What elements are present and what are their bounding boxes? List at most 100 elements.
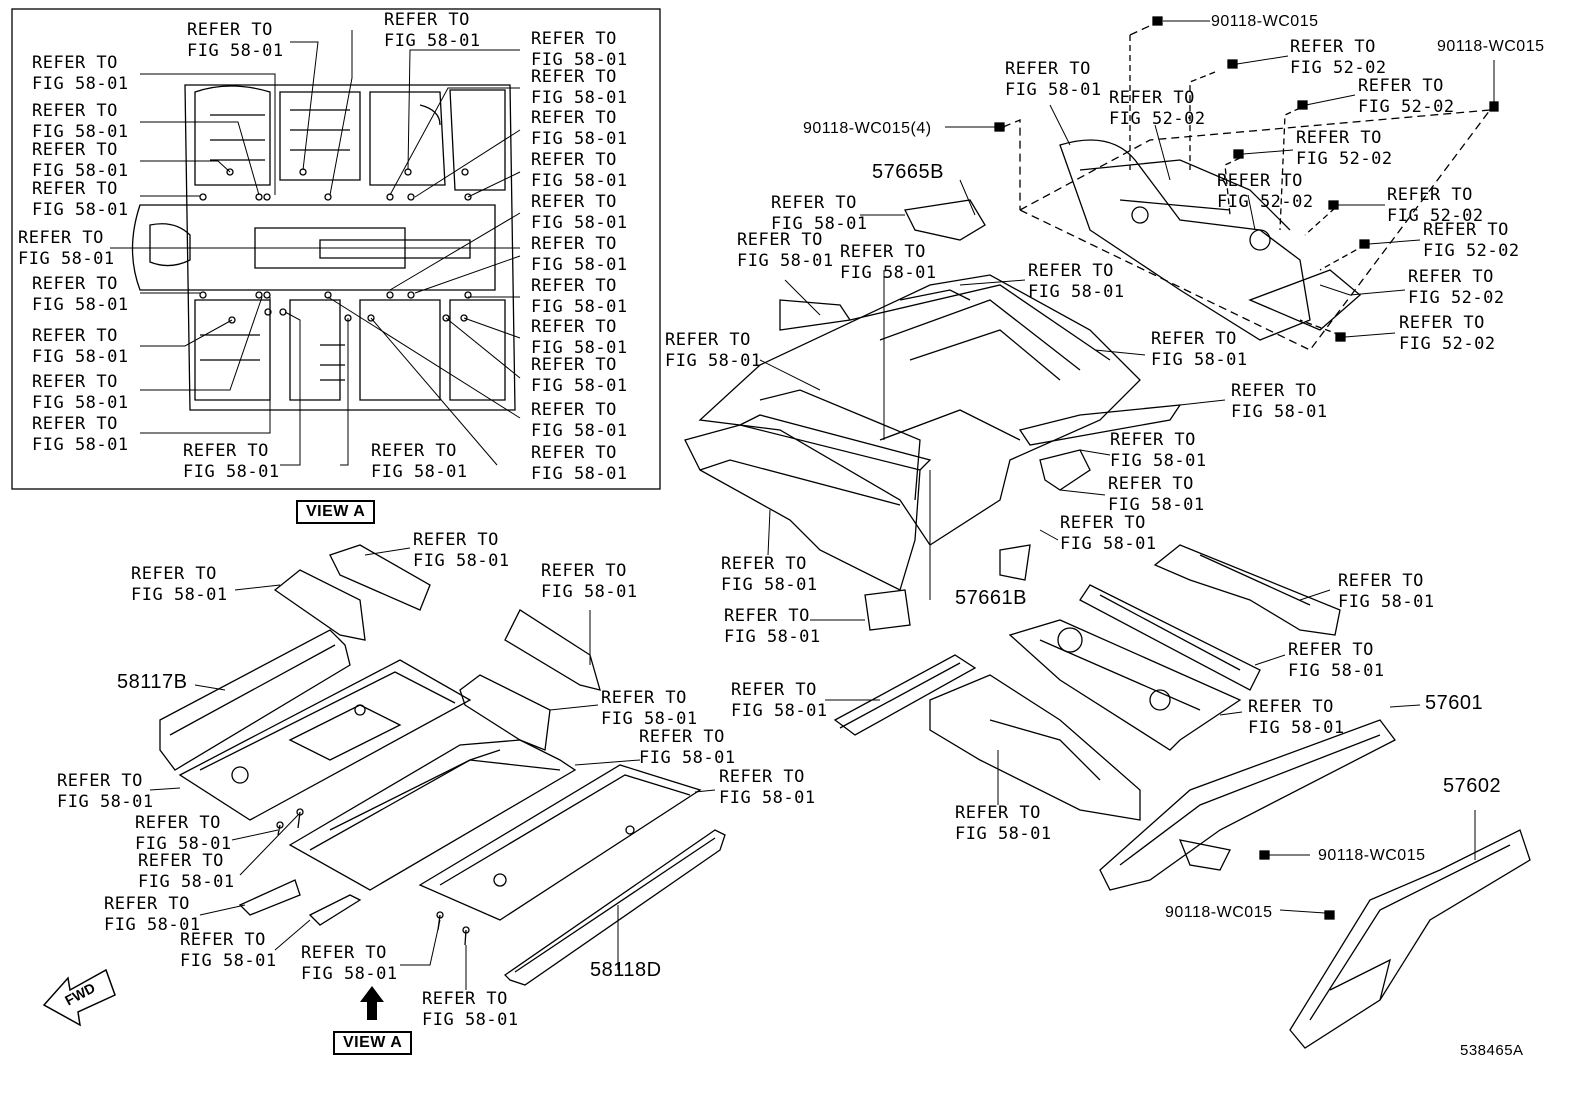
front-floor-tunnel-illustration — [288, 739, 577, 891]
fig-text: FIG 52-02 — [1408, 288, 1505, 308]
fig-text: FIG 58-01 — [531, 88, 628, 108]
fig-text: FIG 58-01 — [371, 462, 468, 482]
fig-text: FIG 58-01 — [1108, 495, 1205, 515]
part-number-58117B[interactable]: 58117B — [117, 671, 188, 693]
fig-text: FIG 52-02 — [1296, 149, 1393, 169]
fig-text: FIG 58-01 — [1338, 592, 1435, 612]
refer-text: REFER TO — [531, 150, 617, 170]
part-number-57661B[interactable]: 57661B — [955, 587, 1027, 609]
fig-text: FIG 58-01 — [639, 748, 736, 768]
part-number-57602[interactable]: 57602 — [1443, 775, 1502, 797]
fig-text: FIG 58-01 — [719, 788, 816, 808]
fig-text: FIG 58-01 — [135, 834, 232, 854]
part-number-57601[interactable]: 57601 — [1425, 692, 1484, 714]
refer-text: REFER TO — [187, 20, 273, 40]
fig-text: FIG 58-01 — [32, 122, 129, 142]
fig-text: FIG 58-01 — [541, 582, 638, 602]
bolt-label-4[interactable]: 90118-WC015 — [1318, 847, 1426, 864]
refer-text: REFER TO — [422, 989, 508, 1009]
fig-text: FIG 58-01 — [731, 701, 828, 721]
refer-text: REFER TO — [639, 727, 725, 747]
refer-text: REFER TO — [301, 943, 387, 963]
refer-text: REFER TO — [721, 554, 807, 574]
refer-text: REFER TO — [1151, 329, 1237, 349]
refer-text: REFER TO — [531, 443, 617, 463]
refer-text: REFER TO — [1408, 267, 1494, 287]
refer-text: REFER TO — [1110, 430, 1196, 450]
part-number-57665B[interactable]: 57665B — [872, 161, 944, 183]
refer-text: REFER TO — [371, 441, 457, 461]
refer-text: REFER TO — [180, 930, 266, 950]
refer-text: REFER TO — [665, 330, 751, 350]
refer-text: REFER TO — [131, 564, 217, 584]
refer-text: REFER TO — [32, 414, 118, 434]
bolt-label-3[interactable]: 90118-WC015(4) — [803, 120, 932, 137]
refer-text: REFER TO — [1338, 571, 1424, 591]
refer-text: REFER TO — [531, 67, 617, 87]
rear-floor-side-member-illustration — [684, 389, 932, 591]
fig-text: FIG 58-01 — [955, 824, 1052, 844]
refer-text: REFER TO — [1358, 76, 1444, 96]
fig-text: FIG 58-01 — [422, 1010, 519, 1030]
refer-text: REFER TO — [719, 767, 805, 787]
part-number-58118D[interactable]: 58118D — [590, 959, 662, 981]
fig-text: FIG 52-02 — [1358, 97, 1455, 117]
fig-text: FIG 58-01 — [32, 435, 129, 455]
front-floor-side-panel-58118D — [503, 829, 726, 986]
fig-text: FIG 58-01 — [531, 129, 628, 149]
fig-text: FIG 58-01 — [601, 709, 698, 729]
refer-text: REFER TO — [531, 29, 617, 49]
fig-text: FIG 58-01 — [57, 792, 154, 812]
fig-text: FIG 58-01 — [1005, 80, 1102, 100]
fig-text: FIG 58-01 — [531, 421, 628, 441]
bolt-label-2[interactable]: 90118-WC015 — [1437, 38, 1545, 55]
refer-text: REFER TO — [1109, 88, 1195, 108]
view-a-arrow-icon — [360, 986, 384, 1020]
refer-text: REFER TO — [32, 179, 118, 199]
fwd-arrow-icon — [42, 968, 116, 1027]
refer-text: REFER TO — [531, 234, 617, 254]
fig-text: FIG 58-01 — [840, 263, 937, 283]
fig-text: FIG 58-01 — [665, 351, 762, 371]
refer-text: REFER TO — [531, 400, 617, 420]
fig-text: FIG 58-01 — [180, 951, 277, 971]
front-crossmember-parts — [238, 544, 601, 926]
bolt-label-1[interactable]: 90118-WC015 — [1211, 13, 1319, 30]
fig-text: FIG 58-01 — [531, 171, 628, 191]
bolt-label-5[interactable]: 90118-WC015 — [1165, 904, 1273, 921]
illustration-id: 538465A — [1460, 1042, 1524, 1059]
fig-text: FIG 58-01 — [1028, 282, 1125, 302]
fig-text: FIG 58-01 — [32, 295, 129, 315]
floor-side-member-illustration — [833, 654, 1141, 821]
refer-text: REFER TO — [771, 193, 857, 213]
fig-text: FIG 58-01 — [531, 255, 628, 275]
refer-text: REFER TO — [1296, 128, 1382, 148]
refer-text: REFER TO — [1399, 313, 1485, 333]
front-floor-side-panel-58117B — [159, 629, 351, 771]
refer-text: REFER TO — [955, 803, 1041, 823]
fig-text: FIG 58-01 — [183, 462, 280, 482]
